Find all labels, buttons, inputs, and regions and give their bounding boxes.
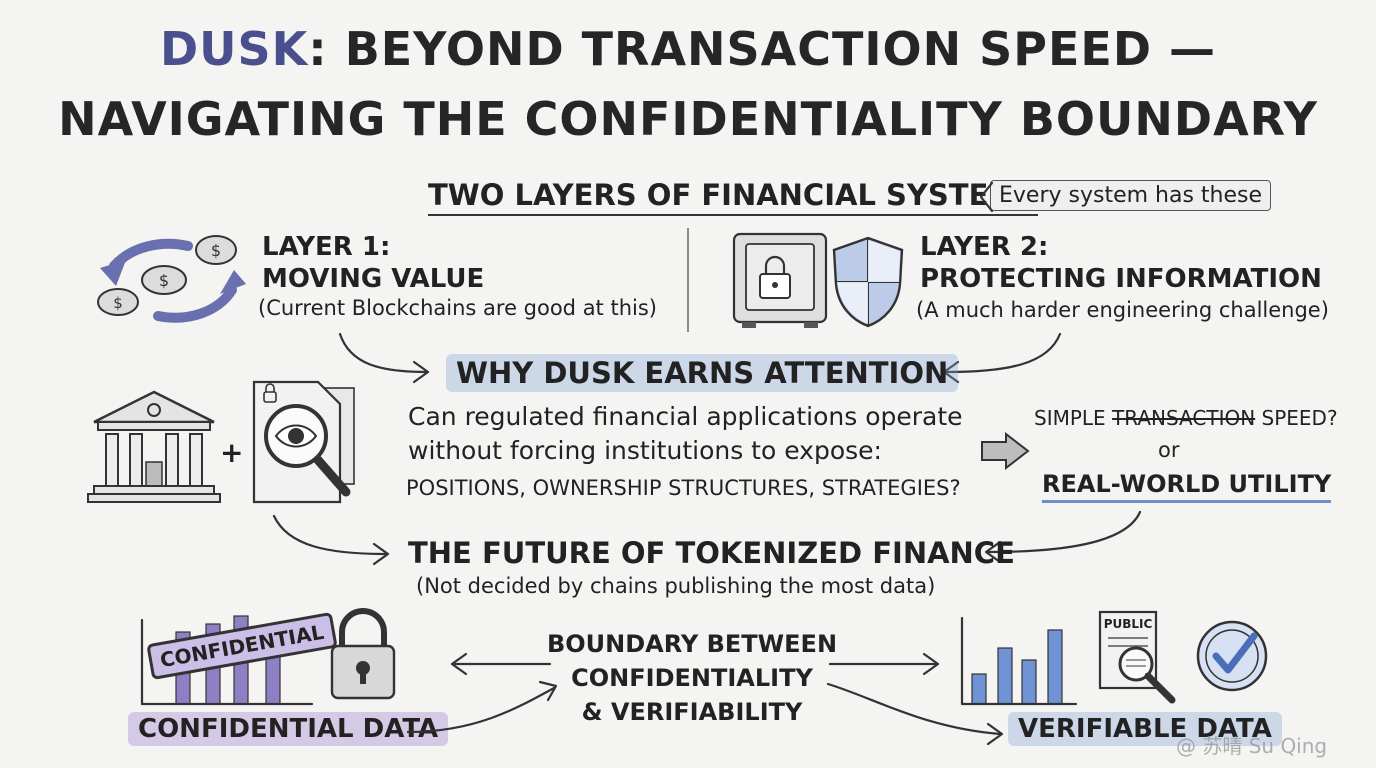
- arrow-boundary-to-verifiable-label: [826, 682, 1004, 746]
- choice-or: or: [1158, 438, 1180, 462]
- layer2-heading-title: PROTECTING INFORMATION: [920, 264, 1322, 294]
- svg-text:$: $: [159, 271, 169, 290]
- check-circle-icon: [1196, 620, 1268, 692]
- layer-divider: [687, 228, 689, 332]
- swap-arrows-icon: [100, 238, 246, 323]
- verifiable-bar-chart-icon: [960, 616, 1078, 706]
- layer1-heading-number: LAYER 1:: [262, 232, 391, 262]
- arrow-right-icon: [981, 431, 1030, 471]
- why-question-line3: POSITIONS, OWNERSHIP STRUCTURES, STRATEG…: [406, 476, 961, 500]
- why-question-line2: without forcing institutions to expose:: [408, 436, 882, 465]
- layer2-note: (A much harder engineering challenge): [916, 298, 1329, 322]
- page-title-line2: NAVIGATING THE CONFIDENTIALITY BOUNDARY: [58, 92, 1318, 146]
- public-document-icon: PUBLIC: [1098, 610, 1176, 704]
- bank-icon: [87, 390, 221, 503]
- document-magnifier-icon: [252, 380, 355, 504]
- public-doc-label: PUBLIC: [1104, 617, 1153, 631]
- svg-text:$: $: [113, 294, 123, 312]
- choice-struck-word: TRANSACTION: [1112, 406, 1256, 430]
- padlock-icon: [330, 608, 396, 700]
- safe-icon: [732, 232, 828, 328]
- verifiable-data-label: VERIFIABLE DATA: [1008, 712, 1282, 746]
- arrow-layer2-to-why: [942, 332, 1062, 384]
- plus-sign: +: [220, 436, 244, 469]
- section-tag: Every system has these: [990, 180, 1272, 211]
- layer1-heading-title: MOVING VALUE: [262, 264, 485, 294]
- future-note: (Not decided by chains publishing the mo…: [416, 574, 936, 598]
- svg-text:$: $: [211, 241, 221, 260]
- coins-icon: $ $ $: [97, 235, 237, 316]
- choice-option1-prefix: SIMPLE: [1034, 406, 1113, 430]
- shield-icon: [832, 236, 904, 328]
- boundary-line1: BOUNDARY BETWEEN: [546, 630, 838, 658]
- arrow-layer1-to-why: [338, 332, 430, 384]
- why-question-line1: Can regulated financial applications ope…: [408, 402, 963, 431]
- choice-option1-suffix: SPEED?: [1255, 406, 1338, 430]
- boundary-line3: & VERIFIABILITY: [581, 698, 803, 726]
- confidential-data-label: CONFIDENTIAL DATA: [128, 712, 449, 746]
- arrow-confidential-to-boundary: [406, 680, 558, 734]
- choice-option1: SIMPLE TRANSACTION SPEED?: [1034, 406, 1338, 430]
- layer2-heading-number: LAYER 2:: [920, 232, 1049, 262]
- tag-pointer: [979, 181, 994, 213]
- brand-name: DUSK: [159, 22, 309, 76]
- why-heading: WHY DUSK EARNS ATTENTION: [446, 354, 959, 392]
- title-rest: : BEYOND TRANSACTION SPEED —: [308, 22, 1217, 76]
- page-title-line1: DUSK: BEYOND TRANSACTION SPEED —: [0, 22, 1376, 76]
- arrow-boundary-to-verifiable: [828, 652, 940, 676]
- boundary-line2: CONFIDENTIALITY: [571, 664, 813, 692]
- layer1-note: (Current Blockchains are good at this): [258, 296, 657, 320]
- arrow-why-to-future: [272, 514, 390, 566]
- watermark: @ 苏晴 Su Qing: [1176, 734, 1328, 758]
- future-heading: THE FUTURE OF TOKENIZED FINANCE: [408, 536, 1015, 570]
- choice-option2: REAL-WORLD UTILITY: [1042, 470, 1332, 503]
- arrow-choice-to-future: [984, 510, 1142, 564]
- arrow-boundary-to-confidential: [450, 652, 552, 676]
- section-header: TWO LAYERS OF FINANCIAL SYSTEMS: [428, 178, 1039, 216]
